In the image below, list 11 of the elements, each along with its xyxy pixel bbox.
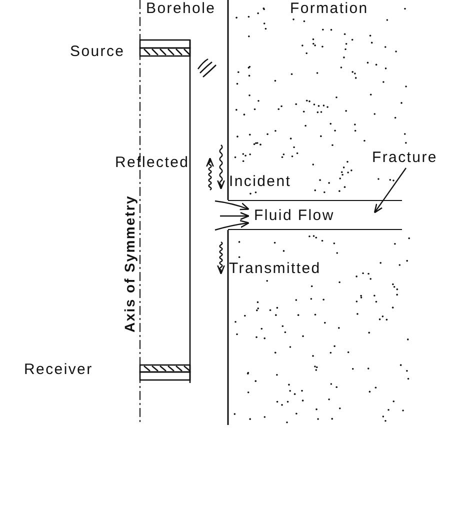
fracture-channel [228,200,402,230]
axis-label: Axis of Symmetry [122,198,138,332]
channel-label: Fluid Flow [254,206,334,224]
part-label: Reflected [115,154,190,171]
part-label: Transmitted [229,260,321,277]
part-label: Incident [229,173,292,190]
part-label: Source [70,43,125,60]
leader-line [374,168,406,214]
part-label: Formation [290,0,368,17]
part-label: Borehole [146,0,216,17]
part-label: Receiver [24,361,93,378]
